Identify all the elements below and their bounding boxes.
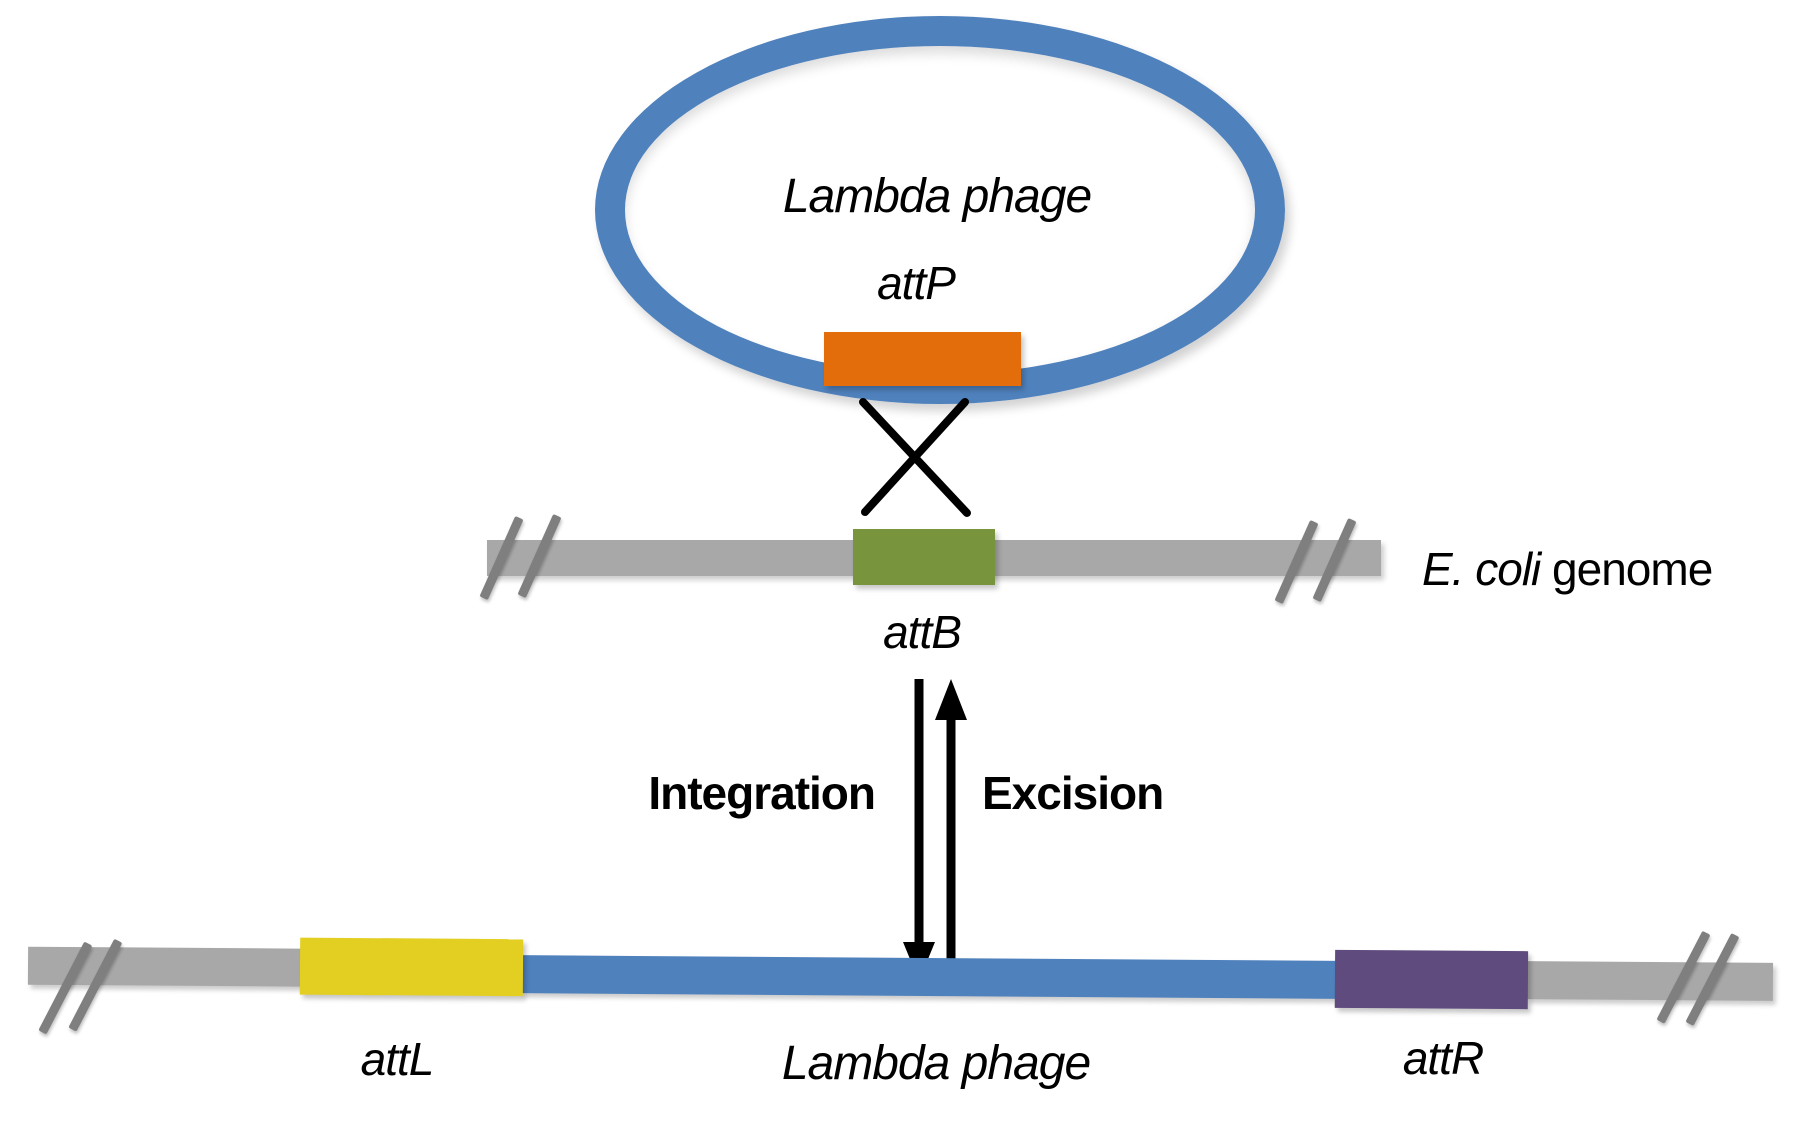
attB-site-box bbox=[853, 529, 995, 585]
excision-up-arrow bbox=[935, 679, 967, 981]
attR-site-box bbox=[1334, 949, 1529, 1010]
integrated-prophage-bar bbox=[520, 955, 1338, 999]
integrated-genome-construct bbox=[27, 926, 1777, 1038]
recombination-cross-icon bbox=[859, 398, 971, 517]
attL-label: attL bbox=[360, 1033, 435, 1085]
ecoli-genome-label-regular-part: genome bbox=[1540, 543, 1713, 595]
attB-label: attB bbox=[883, 606, 962, 658]
excision-label: Excision bbox=[982, 767, 1164, 819]
attP-site-box bbox=[824, 332, 1021, 386]
genome-bar-right-segment bbox=[1525, 961, 1774, 1001]
attR-label: attR bbox=[1402, 1032, 1484, 1084]
integrated-prophage-name-label: Lambda phage bbox=[781, 1037, 1091, 1090]
ecoli-genome-label: E. coli genome bbox=[1422, 542, 1713, 596]
integration-label: Integration bbox=[648, 767, 876, 819]
ecoli-genome-label-italic-part: E. coli bbox=[1422, 543, 1541, 595]
integration-excision-arrows bbox=[903, 679, 967, 981]
attL-site-box bbox=[299, 937, 524, 997]
